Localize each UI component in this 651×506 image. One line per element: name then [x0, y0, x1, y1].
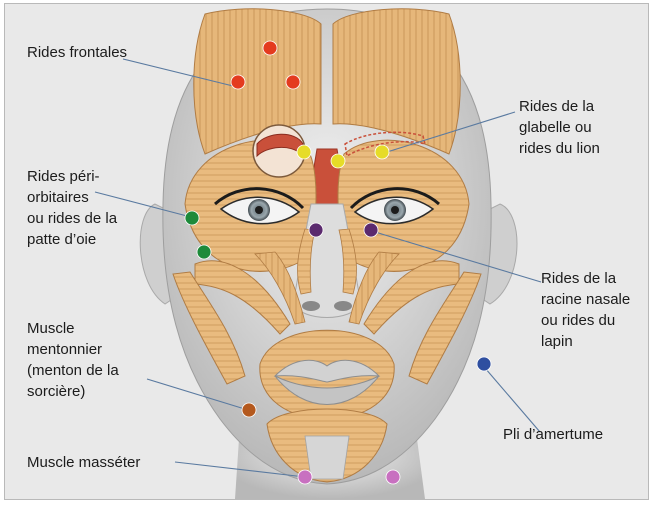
dot-periorbitaires-1	[185, 211, 199, 225]
face-muscle-diagram: Rides frontales Rides de la glabelle ou …	[4, 3, 649, 500]
dot-masseter-1	[298, 470, 312, 484]
label-rides-periorbitaires: Rides péri- orbitaires ou rides de la pa…	[27, 166, 117, 250]
dot-masseter-2	[386, 470, 400, 484]
dot-frontales-3	[286, 75, 300, 89]
dot-frontales-2	[231, 75, 245, 89]
dot-amertume	[477, 357, 491, 371]
chin-skin	[305, 436, 349, 479]
label-muscle-mentonnier: Muscle mentonnier (menton de la sorcière…	[27, 318, 119, 402]
label-rides-glabelle: Rides de la glabelle ou rides du lion	[519, 96, 600, 159]
dot-mentonnier	[242, 403, 256, 417]
dot-frontales-1	[263, 41, 277, 55]
label-pli-amertume: Pli d’amertume	[503, 424, 603, 445]
dot-glabelle-2	[331, 154, 345, 168]
dot-periorbitaires-2	[197, 245, 211, 259]
dot-glabelle-3	[375, 145, 389, 159]
label-muscle-masseter: Muscle masséter	[27, 452, 140, 473]
label-rides-frontales: Rides frontales	[27, 42, 127, 63]
dot-nasale-1	[309, 223, 323, 237]
dot-glabelle-1	[297, 145, 311, 159]
label-rides-racine-nasale: Rides de la racine nasale ou rides du la…	[541, 268, 630, 352]
dot-nasale-2	[364, 223, 378, 237]
